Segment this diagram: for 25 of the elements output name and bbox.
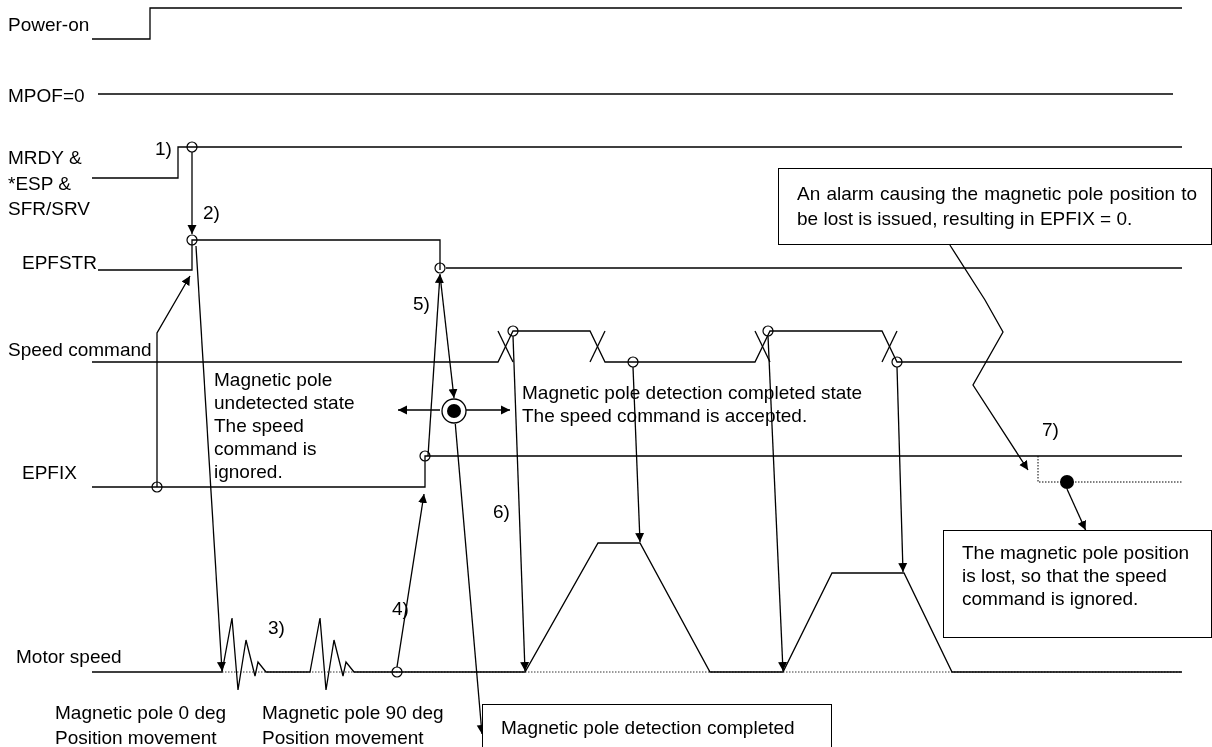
- event-dot: [1060, 475, 1074, 489]
- step-number: 5): [413, 292, 431, 315]
- step-number: 3): [268, 616, 286, 639]
- signal-name: Power-on: [8, 13, 91, 36]
- position-note: Magnetic pole 0 deg Position movement: [55, 701, 228, 747]
- step-number: 7): [1042, 418, 1060, 441]
- signal-name: EPFIX: [22, 461, 78, 484]
- note-box: Magnetic pole detection completed: [482, 704, 832, 747]
- signal-name: Motor speed: [16, 645, 123, 668]
- signal-name: MRDY & *ESP & SFR/SRV: [8, 146, 91, 221]
- step-number: 6): [493, 500, 511, 523]
- leader-arrow: [1066, 488, 1087, 531]
- target-marker: [441, 398, 467, 424]
- arrow: [439, 274, 458, 399]
- signal-name: Speed command: [8, 338, 153, 361]
- note-box: An alarm causing the magnetic pole position to be lost is issued, resulting in EPFIX = 0.: [778, 168, 1212, 245]
- state-note: Magnetic pole undetected state: [214, 368, 356, 414]
- step-number: 1): [155, 137, 173, 160]
- step-number: 2): [203, 201, 221, 224]
- note-box: The magnetic pole position is lost, so that the speed command is ignored.: [943, 530, 1212, 638]
- signal-name: EPFSTR: [22, 251, 98, 274]
- state-note: The speed command is ignored.: [214, 414, 318, 483]
- arrow: [949, 244, 1029, 471]
- position-note: Magnetic pole 90 deg Position movement: [262, 701, 445, 747]
- signal-name: MPOF=0: [8, 84, 86, 107]
